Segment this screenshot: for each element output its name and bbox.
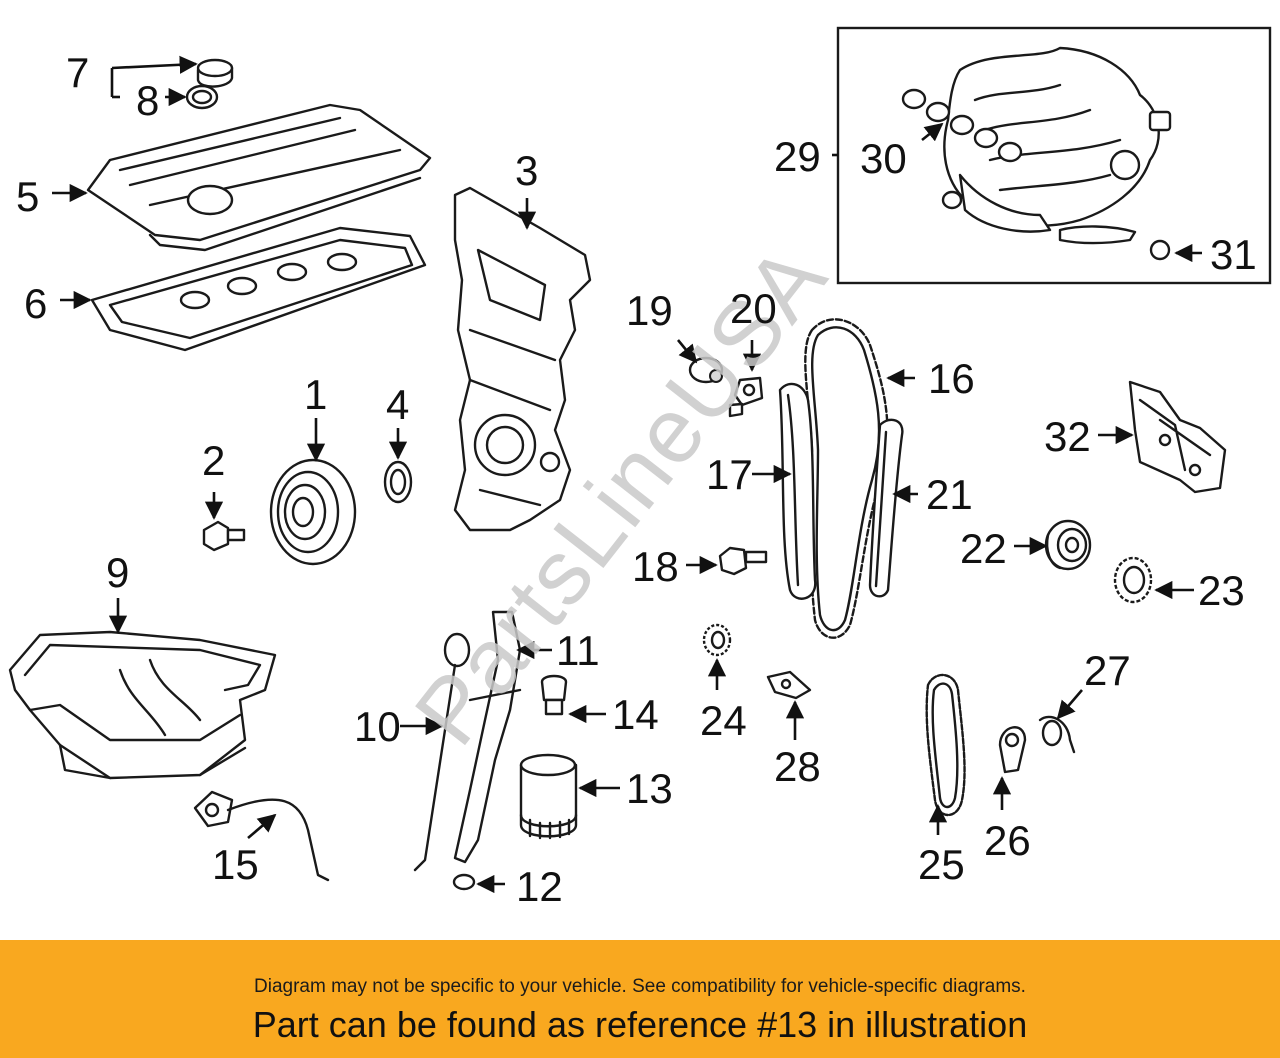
leader-30 xyxy=(921,122,944,142)
drain-plug-part-14 xyxy=(540,674,568,716)
callout-6: 6 xyxy=(24,280,48,327)
leader-19 xyxy=(676,339,698,364)
callout-30: 30 xyxy=(860,135,907,182)
callout-7: 7 xyxy=(66,49,90,96)
callout-22: 22 xyxy=(960,525,1007,572)
callout-31: 31 xyxy=(1210,231,1257,278)
callout-18: 18 xyxy=(632,543,679,590)
mounting-bracket-part-32 xyxy=(1128,380,1227,494)
callout-26: 26 xyxy=(984,817,1031,864)
crankshaft-pulley-part-1 xyxy=(269,458,357,566)
callout-3: 3 xyxy=(515,147,539,194)
oil-level-sensor-part-15 xyxy=(193,790,330,882)
valve-cover-part-5 xyxy=(86,103,432,252)
crank-sprocket-part-24 xyxy=(702,623,732,657)
callout-14: 14 xyxy=(612,691,659,738)
o-ring-part-12 xyxy=(452,873,476,891)
crankshaft-seal-part-4 xyxy=(383,460,413,504)
callout-15: 15 xyxy=(212,841,259,888)
callout-17: 17 xyxy=(706,451,753,498)
leader-7 xyxy=(111,55,198,74)
callout-27: 27 xyxy=(1084,647,1131,694)
timing-chain-cover-part-3 xyxy=(453,186,592,532)
chain-tensioner-part-19 xyxy=(688,356,724,384)
pulley-bolt-part-2 xyxy=(202,520,246,552)
callout-11: 11 xyxy=(556,627,600,674)
chain-guide-part-17 xyxy=(778,382,817,600)
callout-12: 12 xyxy=(516,863,563,910)
callout-10: 10 xyxy=(354,703,401,750)
callout-9: 9 xyxy=(106,549,130,596)
camshaft-sprocket-part-23 xyxy=(1113,556,1153,604)
chain-slipper-part-21 xyxy=(868,418,904,598)
valve-cover-gasket-part-6 xyxy=(90,226,427,352)
engine-parts-illustration xyxy=(8,26,1272,894)
callout-16: 16 xyxy=(928,355,975,402)
callout-20: 20 xyxy=(730,285,777,332)
camshaft-sprocket-part-22 xyxy=(1044,519,1092,571)
oil-filler-cap-part-7 xyxy=(196,58,234,88)
callout-8: 8 xyxy=(136,77,160,124)
tensioner-gasket-part-20 xyxy=(728,376,764,418)
oil-pump-chain-part-25 xyxy=(925,673,966,817)
compatibility-footer: Diagram may not be specific to your vehi… xyxy=(0,940,1280,1058)
callout-2: 2 xyxy=(202,437,226,484)
cap-gasket-part-8 xyxy=(185,84,219,110)
part-reference-text: Part can be found as reference #13 in il… xyxy=(252,1004,1028,1045)
callout-21: 21 xyxy=(926,471,973,518)
callout-24: 24 xyxy=(700,697,747,744)
oil-filter-part-13 xyxy=(519,753,578,840)
callout-13: 13 xyxy=(626,765,673,812)
tensioner-arm-part-28 xyxy=(766,670,812,700)
leader-27 xyxy=(1056,689,1083,720)
guide-bolt-part-18 xyxy=(718,546,768,576)
oil-pan-part-9 xyxy=(8,630,277,780)
callout-19: 19 xyxy=(626,287,673,334)
compatibility-note: Diagram may not be specific to your vehi… xyxy=(254,976,1026,997)
intake-manifold-drawing xyxy=(901,46,1172,261)
callout-5: 5 xyxy=(16,173,40,220)
callout-1: 1 xyxy=(304,371,328,418)
callout-28: 28 xyxy=(774,743,821,790)
oil-pump-sprocket-part-26 xyxy=(998,726,1027,774)
callout-23: 23 xyxy=(1198,567,1245,614)
oil-dipstick-part-10 xyxy=(413,632,471,872)
callout-29: 29 xyxy=(774,133,821,180)
leader-15 xyxy=(247,813,277,839)
callout-32: 32 xyxy=(1044,413,1091,460)
callout-25: 25 xyxy=(918,841,965,888)
callout-4: 4 xyxy=(386,381,410,428)
tensioner-spring-part-27 xyxy=(1038,715,1076,754)
